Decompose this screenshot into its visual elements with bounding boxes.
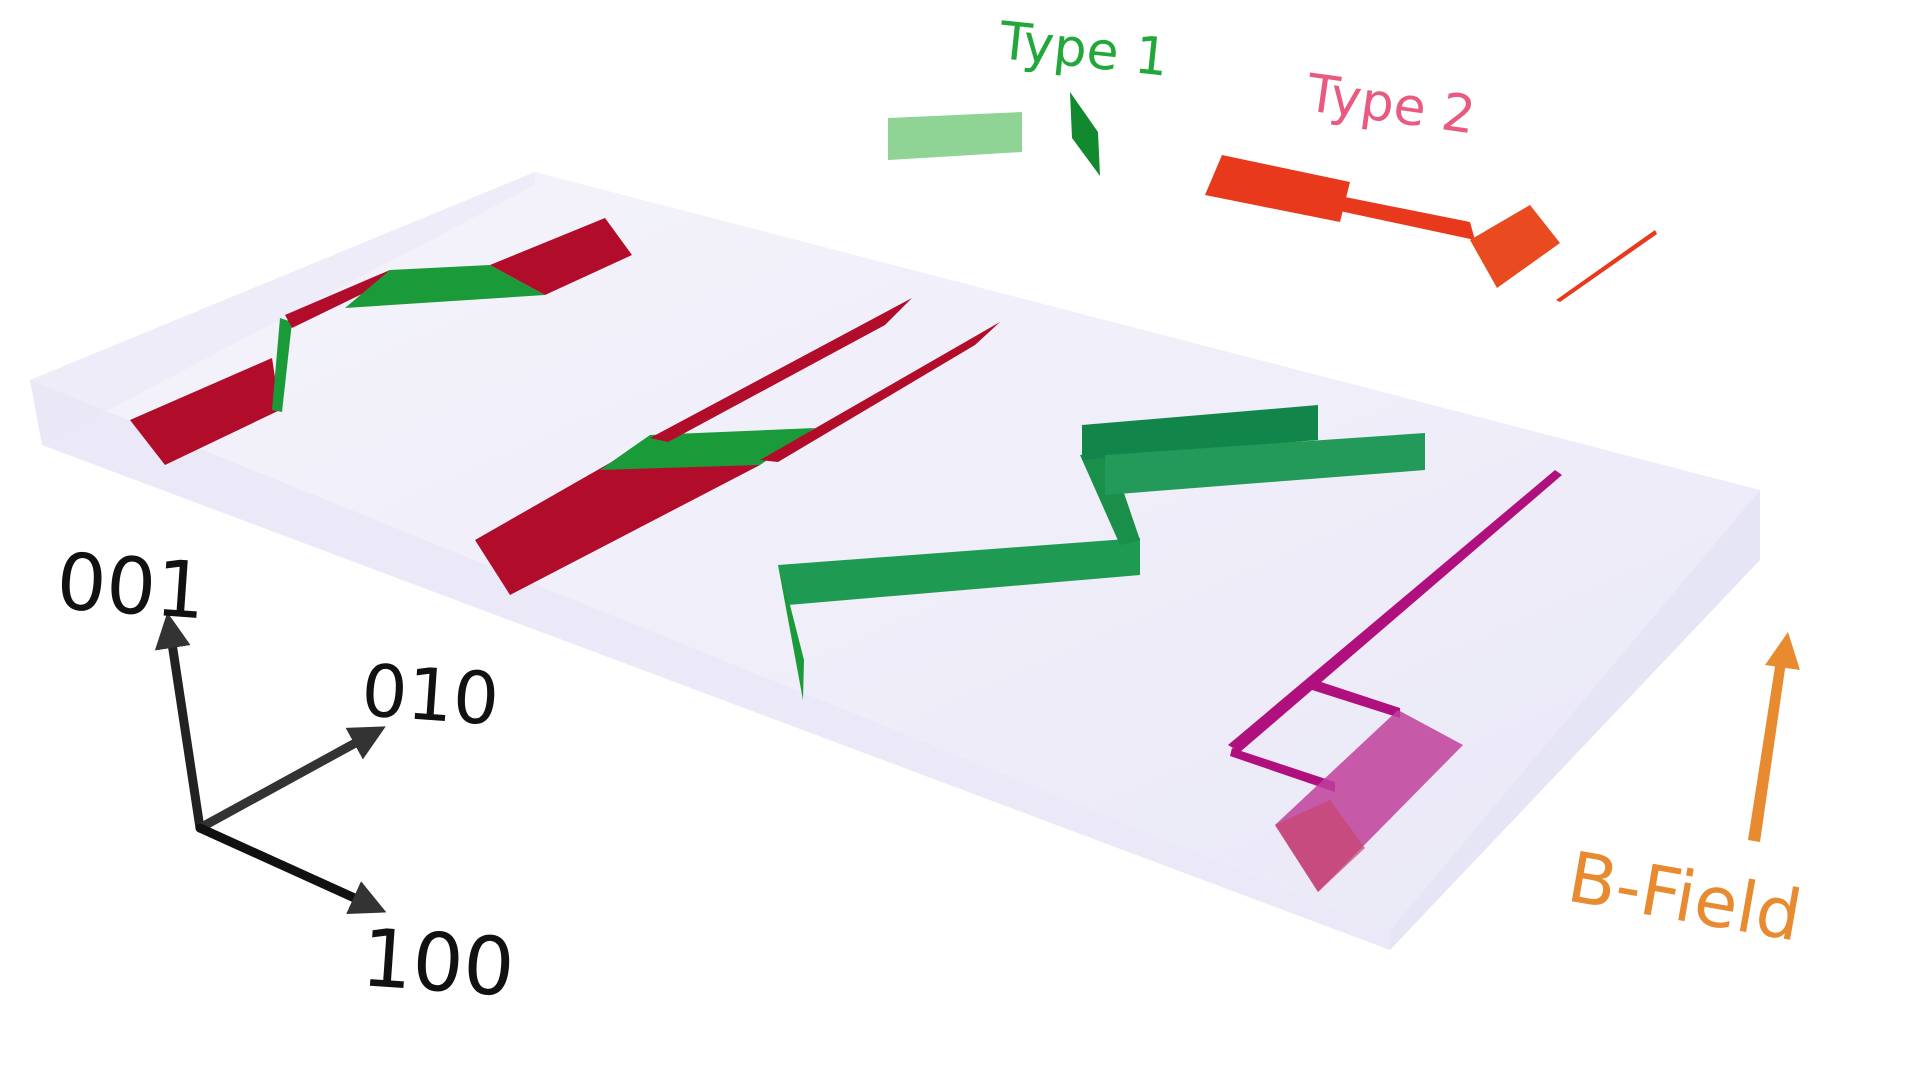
type2-block-b: [1470, 205, 1560, 288]
slab-left-face: [30, 172, 535, 445]
axis-100-label: 100: [359, 911, 518, 1014]
defect-ribbon-4: [1228, 470, 1562, 892]
slab-front-face: [30, 380, 1390, 950]
defect-ribbon-2: [475, 298, 1000, 595]
green-upper-bar-b: [1105, 433, 1425, 495]
type1-flat-swatch: [888, 112, 1022, 160]
legend-type-2: Type 2: [1205, 63, 1657, 302]
axis-100-arrow: [195, 823, 387, 914]
b-field-arrow-head: [1765, 632, 1800, 670]
ribbon-thin-line-b: [760, 322, 1000, 462]
type1-label: Type 1: [996, 11, 1171, 88]
legend-type-1: Type 1: [888, 11, 1171, 176]
ribbon-green-kink: [272, 318, 292, 412]
crystal-slab: [30, 172, 1760, 950]
magenta-panel-shade: [1275, 800, 1365, 892]
type2-label: Type 2: [1302, 63, 1479, 146]
ribbon-red-upper: [490, 218, 632, 295]
type2-block-a: [1205, 155, 1350, 222]
axis-010-label: 010: [359, 648, 502, 741]
green-long-bar: [778, 538, 1140, 605]
magenta-bottom-edge: [1230, 748, 1335, 792]
ribbon-red-lower: [130, 358, 280, 465]
type2-thin-line: [1556, 230, 1657, 302]
green-diagonal-bar: [1080, 452, 1140, 545]
defect-ribbon-3: [778, 405, 1425, 700]
ribbon-thin-line-a: [650, 298, 912, 442]
magenta-long-line: [1228, 470, 1562, 752]
crystal-axes: 001 010 100: [54, 537, 518, 1014]
b-field-arrow-shaft: [1748, 660, 1786, 842]
axis-010-arrow: [195, 726, 386, 833]
green-drop-blade: [778, 565, 804, 700]
ribbon-green-flat: [345, 265, 545, 308]
b-field-label: B-Field: [1562, 836, 1808, 958]
type1-edge-swatch: [1070, 92, 1100, 176]
slab-side-face: [1390, 490, 1760, 950]
slab-top-face: [30, 172, 1760, 930]
defect-ribbon-1: [130, 218, 632, 465]
ribbon-red-wide: [475, 440, 760, 595]
magenta-top-edge: [1312, 680, 1400, 718]
axis-001-arrow: [154, 612, 205, 833]
ribbon-red-middle: [285, 270, 395, 328]
axis-001-label: 001: [54, 537, 209, 637]
type2-stem: [1335, 196, 1475, 240]
green-upper-bar-a: [1082, 405, 1318, 460]
